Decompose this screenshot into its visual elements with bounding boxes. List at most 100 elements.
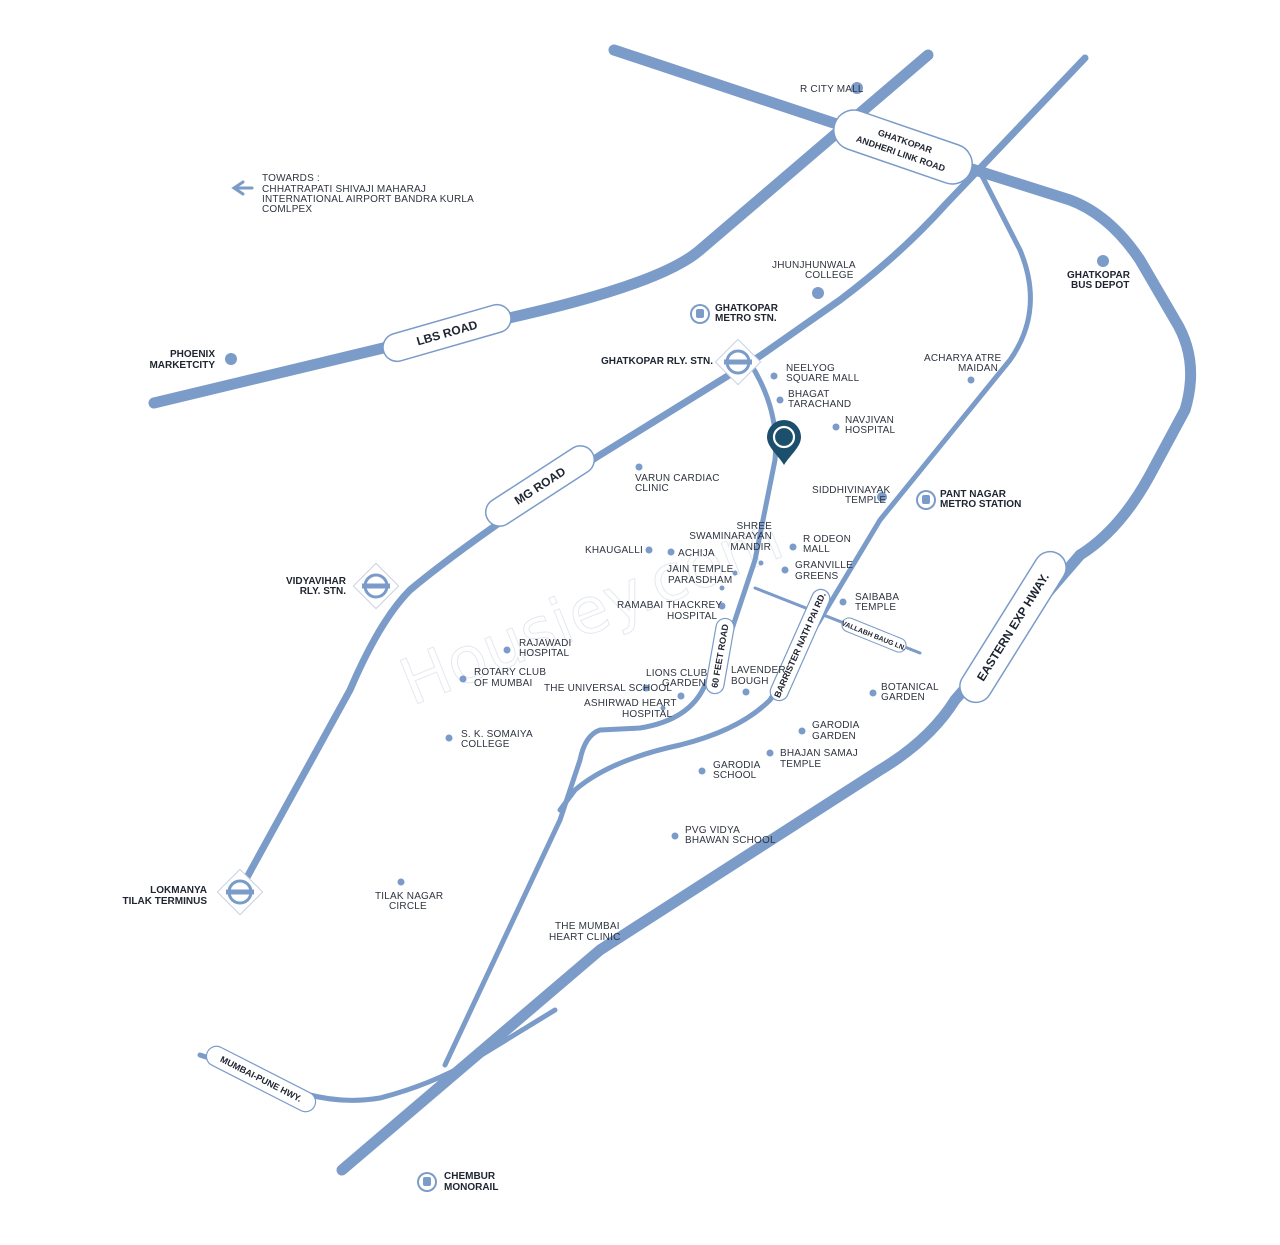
bus-depot-label-2: BUS DEPOT [1071, 280, 1129, 291]
ltt-label-1: LOKMANYA [150, 885, 207, 896]
siddhi-label-2: TEMPLE [845, 495, 886, 506]
towards-line-1: TOWARDS : [262, 173, 320, 184]
siddhi-label-1: SIDDHIVINAYAK [812, 485, 890, 496]
rail-station-icon [724, 349, 752, 375]
phoenix-label-1: PHOENIX [170, 349, 215, 360]
metro-icon [417, 1172, 437, 1192]
khaugalli-dot [645, 546, 653, 554]
garodia-garden-label-2: GARDEN [812, 731, 856, 742]
saibaba-dot [839, 598, 847, 606]
pvg-label-1: PVG VIDYA [685, 825, 740, 836]
jhunjhunwala-label-1: JHUNJHUNWALA [772, 260, 856, 271]
garodia-school-label-1: GARODIA [713, 760, 761, 771]
rotary-label-2: OF MUMBAI [474, 678, 532, 689]
lavender-label-1: LAVENDER [731, 665, 786, 676]
odeon-dot [789, 543, 797, 551]
varun-label-1: VARUN CARDIAC [635, 473, 720, 484]
saibaba-label-1: SAIBABA [855, 592, 899, 603]
bhagat-label-2: TARACHAND [788, 399, 851, 410]
lions-label-2: GARDEN [662, 678, 706, 689]
chembur-label-1: CHEMBUR [444, 1171, 496, 1182]
rajawadi-label-1: RAJAWADI [519, 638, 572, 649]
road-eastern-express [336, 549, 1086, 1176]
somaiya-label-2: COLLEGE [461, 739, 510, 750]
bhajan-label-1: BHAJAN SAMAJ [780, 748, 858, 759]
bus-depot-dot [1097, 255, 1109, 267]
rail-station-icon [362, 573, 390, 599]
rajawadi-label-2: HOSPITAL [519, 648, 570, 659]
chembur-label-2: MONORAIL [444, 1182, 498, 1193]
lavender-label-2: BOUGH [731, 676, 769, 687]
jain2-dot [719, 585, 725, 591]
achija-label: ACHIJA [678, 548, 715, 559]
ramabai-label-2: HOSPITAL [667, 611, 718, 622]
bhajan-label-2: TEMPLE [780, 759, 821, 770]
lions-dot [677, 692, 685, 700]
gk-metro-label-2: METRO STN. [715, 313, 777, 324]
eastern-express-label: EASTERN EXP HWAY. [974, 570, 1052, 683]
acharya-label-2: MAIDAN [958, 363, 998, 374]
ltt-label-2: TILAK TERMINUS [123, 896, 208, 907]
garodia-school-label-2: SCHOOL [713, 770, 757, 781]
towards-line-3: INTERNATIONAL AIRPORT BANDRA KURLA [262, 194, 474, 205]
tilak-label-1: TILAK NAGAR [375, 891, 443, 902]
shree-label-1: SHREE [737, 521, 773, 532]
botanical-label-1: BOTANICAL [881, 682, 939, 693]
bhagat-label-1: BHAGAT [788, 389, 830, 400]
varun-label-2: CLINIC [635, 483, 669, 494]
lions-label-1: LIONS CLUB [646, 668, 708, 679]
granville-label-2: GREENS [795, 571, 839, 582]
achija-dot [667, 548, 675, 556]
navjivan-dot [832, 423, 840, 431]
jain-label-2: PARASDHAM [668, 575, 732, 586]
shree-label-3: MANDIR [730, 542, 771, 553]
shree-dot [758, 560, 764, 566]
shree-label-2: SWAMINARAYAN [689, 531, 772, 542]
navjivan-label-2: HOSPITAL [845, 425, 896, 436]
acharya-label-1: ACHARYA ATRE [924, 353, 1002, 364]
granville-label-1: GRANVILLE [795, 560, 853, 571]
garodia-garden-dot [798, 727, 806, 735]
odeon-label-1: R ODEON [803, 534, 851, 545]
gk-rly-label: GHATKOPAR RLY. STN. [601, 356, 713, 367]
neelyog-dot [770, 372, 778, 380]
towards-airport: TOWARDS : CHHATRAPATI SHIVAJI MAHARAJ IN… [231, 173, 474, 215]
universal-label: THE UNIVERSAL SCHOOL [544, 683, 672, 694]
pvg-dot [671, 832, 679, 840]
pill-lbs-road: LBS ROAD [382, 303, 512, 363]
pant-nagar-label-1: PANT NAGAR [940, 489, 1007, 500]
neelyog-label-1: NEELYOG [786, 363, 835, 374]
pvg-label-2: BHAWAN SCHOOL [685, 835, 776, 846]
rotary-dot [459, 675, 467, 683]
location-pin-icon[interactable] [767, 420, 801, 465]
jhunjhunwala-label-2: COLLEGE [805, 270, 854, 281]
bhajan-dot [766, 749, 774, 757]
pill-andheri-link-road: GHATKOPAR ANDHERI LINK ROAD [833, 109, 973, 185]
arrow-left-icon [231, 180, 254, 196]
tilak-dot [397, 878, 405, 886]
garodia-garden-label-1: GARODIA [812, 720, 860, 731]
r-city-mall-label: R CITY MALL [800, 84, 864, 95]
somaiya-dot [445, 734, 453, 742]
granville-dot [781, 566, 789, 574]
pill-eastern-express: EASTERN EXP HWAY. [959, 550, 1067, 704]
pill-mumbai-pune: MUMBAI-PUNE HWY. [205, 1045, 317, 1113]
ashirwad-label-2: HOSPITAL [622, 709, 673, 720]
saibaba-label-2: TEMPLE [855, 602, 896, 613]
jhunjhunwala-dot [812, 287, 824, 299]
ashirwad-dot [660, 705, 666, 711]
road-60-feet [442, 360, 779, 1068]
ramabai-label-1: RAMABAI THACKREY [617, 600, 722, 611]
jain-dot [732, 570, 738, 576]
rajawadi-dot [503, 646, 511, 654]
road-lbs [148, 49, 934, 409]
botanical-dot [869, 689, 877, 697]
siddhivinayak-dot [877, 492, 887, 502]
heart-clinic-label-2: HEART CLINIC [549, 932, 621, 943]
road-barrister-nath-pai [557, 169, 1033, 813]
navjivan-label-1: NAVJIVAN [845, 415, 894, 426]
vidyavihar-label-1: VIDYAVIHAR [286, 576, 347, 587]
odeon-label-2: MALL [803, 544, 830, 555]
bus-depot-label-1: GHATKOPAR [1067, 270, 1131, 281]
lavender-dot [742, 688, 750, 696]
